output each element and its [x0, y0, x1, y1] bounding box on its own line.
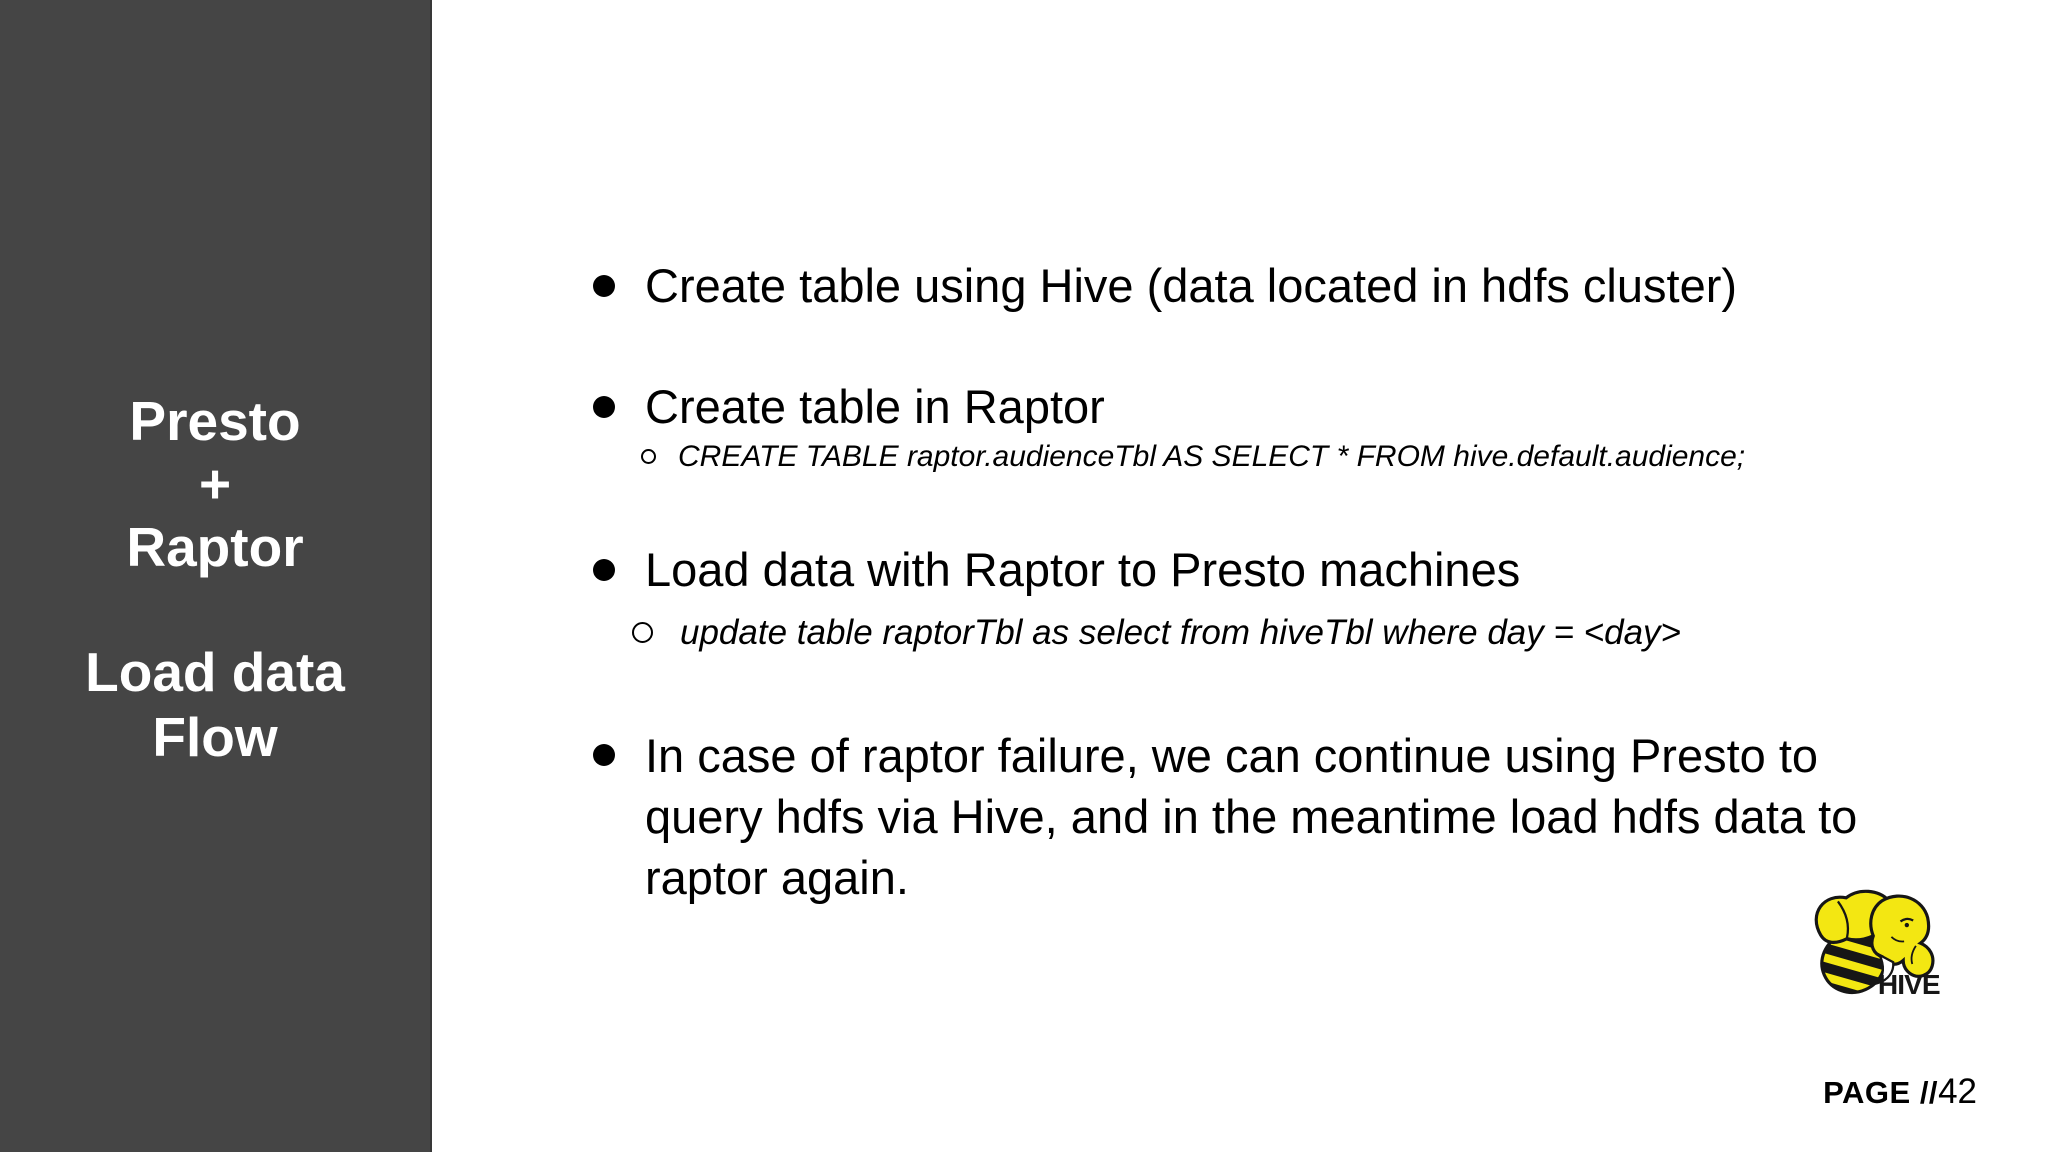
bullet-item: In case of raptor failure, we can contin…: [593, 725, 1857, 908]
slide-title-line: Raptor: [126, 516, 304, 578]
bullet-text-line: query hdfs via Hive, and in the meantime…: [645, 790, 1858, 843]
sub-bullet-text: update table raptorTbl as select from hi…: [680, 613, 1681, 652]
sub-bullet-item: update table raptorTbl as select from hi…: [632, 608, 1681, 658]
slide-title: Presto + Raptor: [0, 390, 430, 579]
slide-subtitle-line: Load data: [85, 641, 345, 703]
hive-logo-tusk: [1874, 952, 1895, 986]
bullet-text: Create table using Hive (data located in…: [645, 259, 1738, 312]
hive-logo: HIVE: [1812, 889, 1941, 1003]
bullet-dot-icon: [593, 396, 615, 418]
page-label: PAGE //: [1823, 1075, 1939, 1110]
slide-title-line: +: [198, 453, 232, 515]
bullet-text-line: raptor again.: [645, 851, 909, 904]
sub-bullet-text: CREATE TABLE raptor.audienceTbl AS SELEC…: [678, 440, 1746, 473]
sidebar: Presto + Raptor Load data Flow: [0, 0, 432, 1152]
hive-logo-wordmark: HIVE: [1878, 969, 1940, 1000]
bullet-text: Load data with Raptor to Presto machines: [645, 543, 1521, 596]
bullet-dot-icon: [593, 744, 615, 766]
slide-subtitle-line: Flow: [152, 706, 278, 768]
bullet-text-line: In case of raptor failure, we can contin…: [645, 729, 1819, 782]
bullet-text: Create table in Raptor: [645, 380, 1105, 433]
bullet-circle-icon: [641, 449, 656, 464]
bullet-item: Create table in Raptor: [593, 376, 1105, 438]
hive-logo-head: [1869, 894, 1935, 978]
bullet-dot-icon: [593, 275, 615, 297]
slide-subtitle: Load data Flow: [0, 640, 430, 770]
bullet-dot-icon: [593, 559, 615, 581]
bullet-item: Load data with Raptor to Presto machines: [593, 539, 1520, 601]
slide-title-line: Presto: [129, 390, 301, 452]
page-number: 42: [1938, 1072, 1977, 1111]
sub-bullet-item: CREATE TABLE raptor.audienceTbl AS SELEC…: [641, 435, 1745, 479]
bullet-item: Create table using Hive (data located in…: [593, 255, 1737, 317]
page-footer: PAGE //42: [1823, 1072, 1977, 1112]
bullet-circle-icon: [632, 622, 653, 643]
